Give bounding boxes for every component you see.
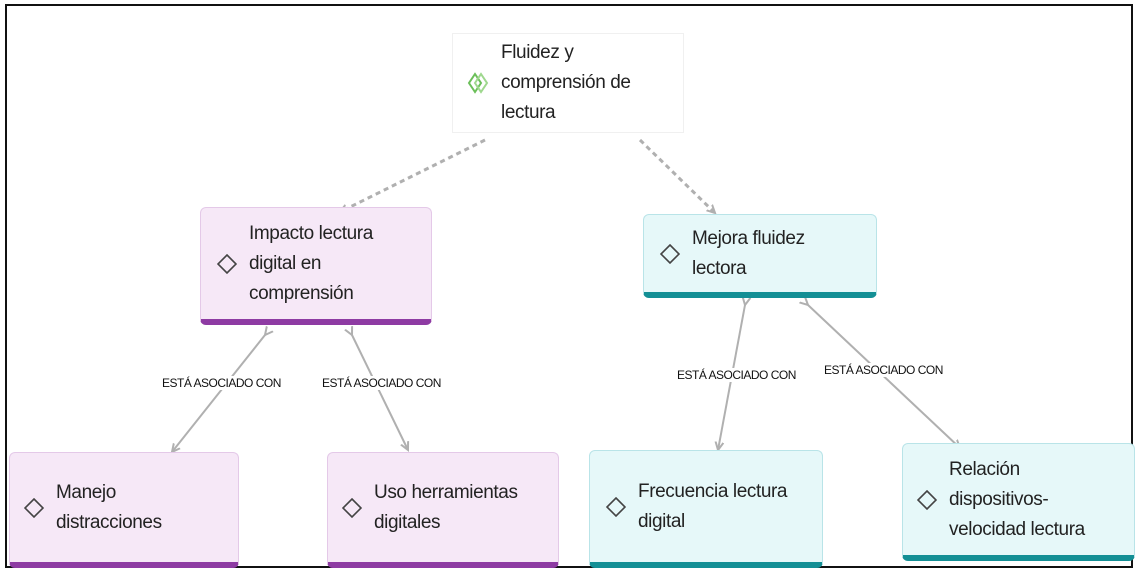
- node-manejo[interactable]: Manejo distracciones: [9, 452, 239, 568]
- node-uso[interactable]: Uso herramientas digitales: [327, 452, 559, 568]
- diamond-icon: [24, 497, 44, 518]
- diamond-icon: [217, 253, 237, 274]
- diamond-icon: [606, 496, 626, 517]
- root-label: Fluidez y comprensión de lectura: [501, 42, 631, 123]
- double-diamond-icon: [467, 72, 489, 94]
- diamond-icon: [342, 497, 362, 518]
- edge-label-mejora-relacion: ESTÁ ASOCIADO CON: [824, 363, 943, 377]
- node-manejo-label: Manejo distracciones: [56, 481, 162, 533]
- edge-label-mejora-frecuencia: ESTÁ ASOCIADO CON: [677, 368, 796, 382]
- node-impacto-label: Impacto lectura digital en comprensión: [249, 222, 373, 304]
- diamond-icon: [917, 489, 937, 510]
- edge-label-impacto-uso: ESTÁ ASOCIADO CON: [322, 376, 441, 390]
- link-impacto-uso: [352, 335, 408, 450]
- node-frecuencia[interactable]: Frecuencia lectura digital: [589, 450, 823, 568]
- link-impacto-manejo: [172, 335, 265, 452]
- node-frecuencia-label: Frecuencia lectura digital: [638, 480, 788, 532]
- diamond-icon: [660, 243, 680, 264]
- node-relacion[interactable]: Relación dispositivos-velocidad lectura: [902, 443, 1135, 561]
- edge-label-impacto-manejo: ESTÁ ASOCIADO CON: [162, 376, 281, 390]
- link-root-impacto: [340, 138, 486, 214]
- node-mejora-label: Mejora fluidez lectora: [692, 227, 805, 279]
- node-uso-label: Uso herramientas digitales: [374, 481, 518, 533]
- node-mejora[interactable]: Mejora fluidez lectora: [643, 214, 877, 298]
- node-relacion-label: Relación dispositivos-velocidad lectura: [949, 458, 1085, 540]
- link-root-mejora: [638, 138, 715, 213]
- node-impacto[interactable]: Impacto lectura digital en comprensión: [200, 207, 432, 325]
- root-node[interactable]: Fluidez y comprensión de lectura: [452, 33, 684, 133]
